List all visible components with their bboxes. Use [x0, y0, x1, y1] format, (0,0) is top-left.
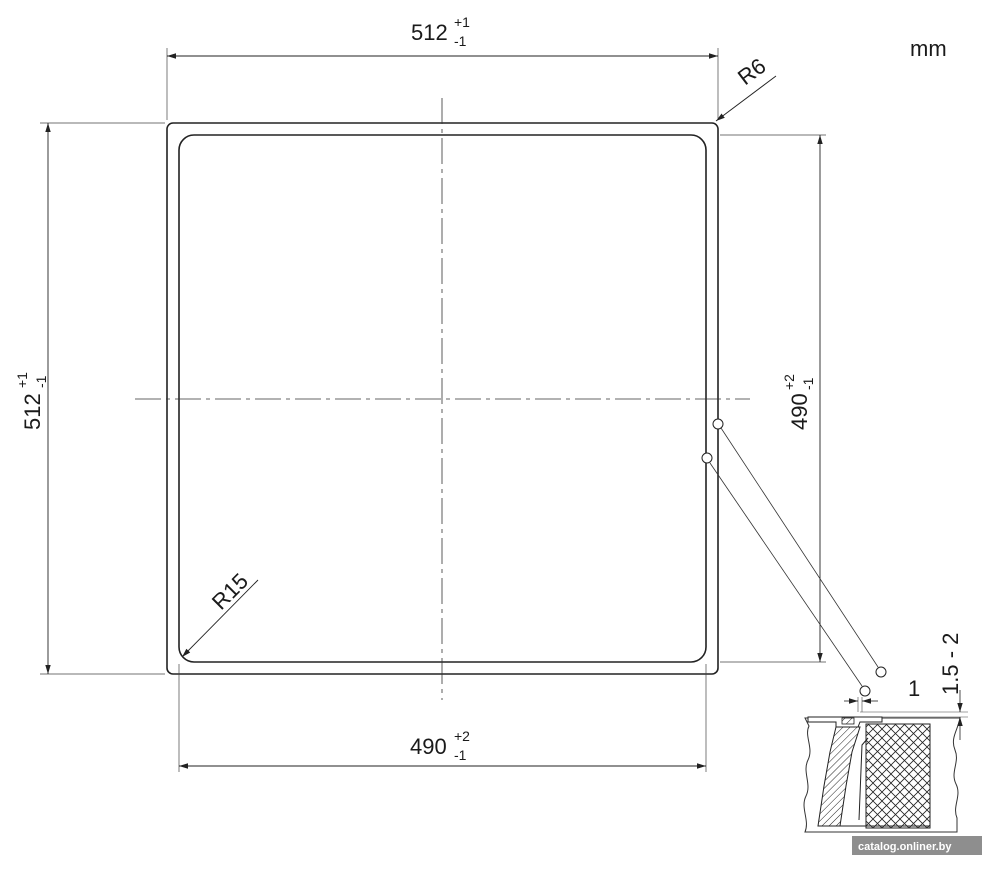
dimension-rim-height: 1.5 - 2 [938, 633, 963, 740]
bottom-width-tol-upper: +2 [454, 728, 470, 744]
dimension-flange-offset: 1 [844, 676, 920, 712]
flange-offset-label: 1 [908, 676, 920, 701]
dimension-bottom-width: 490 +2 -1 [178, 664, 707, 772]
right-height-value: 490 [787, 393, 812, 430]
left-height-value: 512 [20, 393, 45, 430]
watermark-text: catalog.onliner.by [858, 841, 952, 853]
right-height-tol-lower: -1 [800, 377, 816, 390]
inner-contour [178, 134, 707, 663]
top-width-tol-lower: -1 [454, 33, 467, 49]
bottom-width-value: 490 [410, 734, 447, 759]
radius-r15-callout: R15 [181, 568, 259, 658]
radius-r6-callout: R6 [715, 53, 777, 122]
rim-height-label: 1.5 - 2 [938, 633, 963, 695]
right-height-tol-upper: +2 [781, 374, 797, 390]
top-width-tol-upper: +1 [454, 14, 470, 30]
bottom-width-tol-lower: -1 [454, 747, 467, 763]
detail-reference [701, 418, 887, 697]
dimension-top-width: 512 +1 -1 [166, 14, 719, 120]
radius-r15-label: R15 [207, 568, 253, 614]
left-height-tol-upper: +1 [14, 372, 30, 388]
outer-contour [166, 122, 719, 675]
top-width-value: 512 [411, 20, 448, 45]
section-detail [803, 711, 968, 833]
dimension-left-height: 512 +1 -1 [14, 122, 165, 675]
units-label: mm [910, 36, 947, 61]
dimension-right-height: 490 +2 -1 [720, 134, 826, 663]
watermark: catalog.onliner.by [852, 836, 982, 855]
left-height-tol-lower: -1 [33, 375, 49, 388]
